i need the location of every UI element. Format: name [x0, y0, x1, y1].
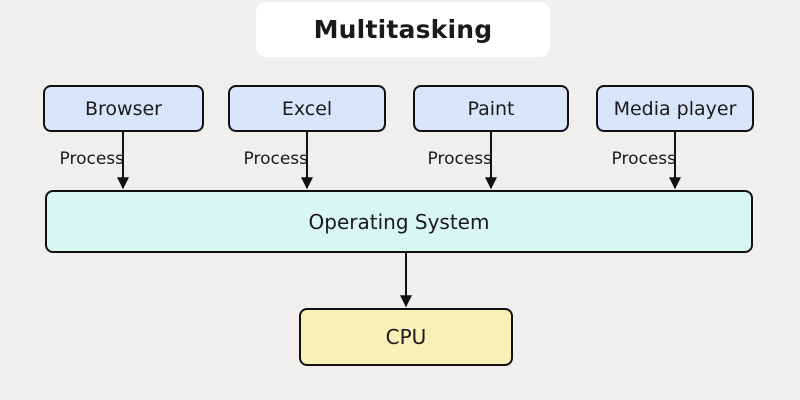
- node-paint-label: Paint: [467, 97, 515, 120]
- node-media-player-label: Media player: [613, 97, 737, 120]
- edge-label-media-player-process: Process: [611, 149, 677, 169]
- node-cpu: CPU: [299, 308, 513, 366]
- node-excel-label: Excel: [281, 97, 333, 120]
- node-operating-system-label: Operating System: [308, 209, 490, 234]
- node-excel: Excel: [228, 85, 386, 132]
- edge-label-excel-process: Process: [243, 149, 309, 169]
- title-card: Multitasking: [256, 2, 550, 57]
- node-browser-label: Browser: [85, 97, 162, 120]
- node-paint: Paint: [413, 85, 569, 132]
- node-browser: Browser: [43, 85, 204, 132]
- diagram-title: Multitasking: [313, 15, 493, 44]
- edge-label-browser-process: Process: [59, 149, 125, 169]
- node-media-player: Media player: [596, 85, 754, 132]
- edge-label-paint-process: Process: [427, 149, 493, 169]
- node-operating-system: Operating System: [45, 190, 753, 253]
- node-cpu-label: CPU: [385, 325, 427, 349]
